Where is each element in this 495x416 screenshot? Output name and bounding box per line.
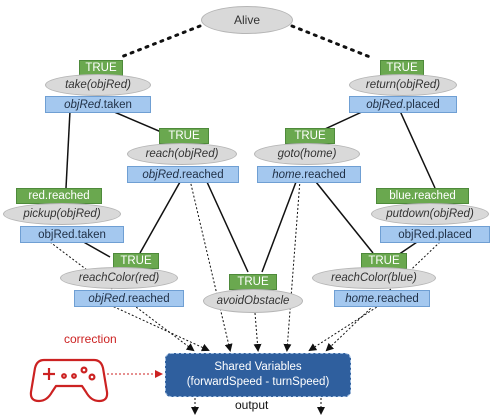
take-effect-property: .taken <box>100 98 132 111</box>
output-label: output <box>235 398 269 412</box>
goto-action: goto(home) <box>254 143 360 165</box>
return-effect-object: objRed <box>366 98 403 111</box>
correction-label: correction <box>64 332 117 346</box>
return-effect-property: .placed <box>402 98 440 111</box>
edge-alive-take <box>119 24 202 59</box>
reachcolor-red-effect-object: objRed <box>88 292 125 305</box>
goto-effect-object: home <box>272 168 301 181</box>
edge-goto-reachblue <box>315 181 374 254</box>
gamepad-icon <box>29 358 109 403</box>
flow-reach-shared <box>189 179 233 352</box>
reachcolor-red-effect-property: .reached <box>124 292 170 305</box>
pickup-effect: objRed.taken <box>20 226 124 243</box>
shared-variables-title: Shared Variables <box>214 361 302 373</box>
reach-effect-property: .reached <box>178 168 224 181</box>
pickup-action: pickup(objRed) <box>3 203 121 225</box>
flow-reachred-shared <box>109 304 210 352</box>
goto-condition: TRUE <box>285 128 335 144</box>
reachcolor-blue-condition: TRUE <box>361 253 407 269</box>
flow-goto-shared <box>283 179 301 352</box>
take-action: take(objRed) <box>45 74 151 96</box>
edge-reach-reachred <box>139 181 181 254</box>
take-condition: TRUE <box>79 60 123 76</box>
reachcolor-blue-effect: home.reached <box>334 290 430 307</box>
shared-variables-box: Shared Variables (forwardSpeed - turnSpe… <box>165 353 351 397</box>
take-effect: objRed.taken <box>45 96 151 113</box>
take-effect-object: objRed <box>64 98 101 111</box>
reach-effect: objRed.reached <box>127 166 239 183</box>
pickup-condition: red.reached <box>16 188 102 204</box>
edge-reach-avoid <box>206 181 249 273</box>
return-action: return(objRed) <box>349 74 457 96</box>
edge-take-pickup <box>65 110 71 189</box>
alive-node: Alive <box>201 6 293 34</box>
flow-reachblue-shared <box>308 304 381 352</box>
reachcolor-red-effect: objRed.reached <box>74 290 184 307</box>
avoid-condition: TRUE <box>229 274 277 290</box>
putdown-condition: blue.reached <box>376 188 469 204</box>
shared-variables-list: (forwardSpeed - turnSpeed) <box>186 376 330 388</box>
reach-action: reach(objRed) <box>127 143 237 165</box>
reach-effect-object: objRed <box>142 168 179 181</box>
goto-effect: home.reached <box>257 166 361 183</box>
reachcolor-blue-effect-property: .reached <box>374 292 419 305</box>
reachcolor-blue-action: reachColor(blue) <box>312 267 436 289</box>
edge-return-putdown <box>399 110 436 189</box>
avoid-action: avoidObstacle <box>203 289 303 313</box>
edge-goto-avoid <box>261 181 297 273</box>
flow-avoid-shared <box>253 312 262 352</box>
goto-effect-property: .reached <box>301 168 346 181</box>
putdown-action: putdown(objRed) <box>371 203 489 225</box>
reachcolor-blue-effect-object: home <box>345 292 374 305</box>
reach-condition: TRUE <box>159 128 209 144</box>
return-effect: objRed.placed <box>349 96 457 113</box>
reachcolor-red-action: reachColor(red) <box>60 267 178 289</box>
putdown-effect: objRed.placed <box>380 226 490 243</box>
edge-alive-return <box>290 24 372 59</box>
